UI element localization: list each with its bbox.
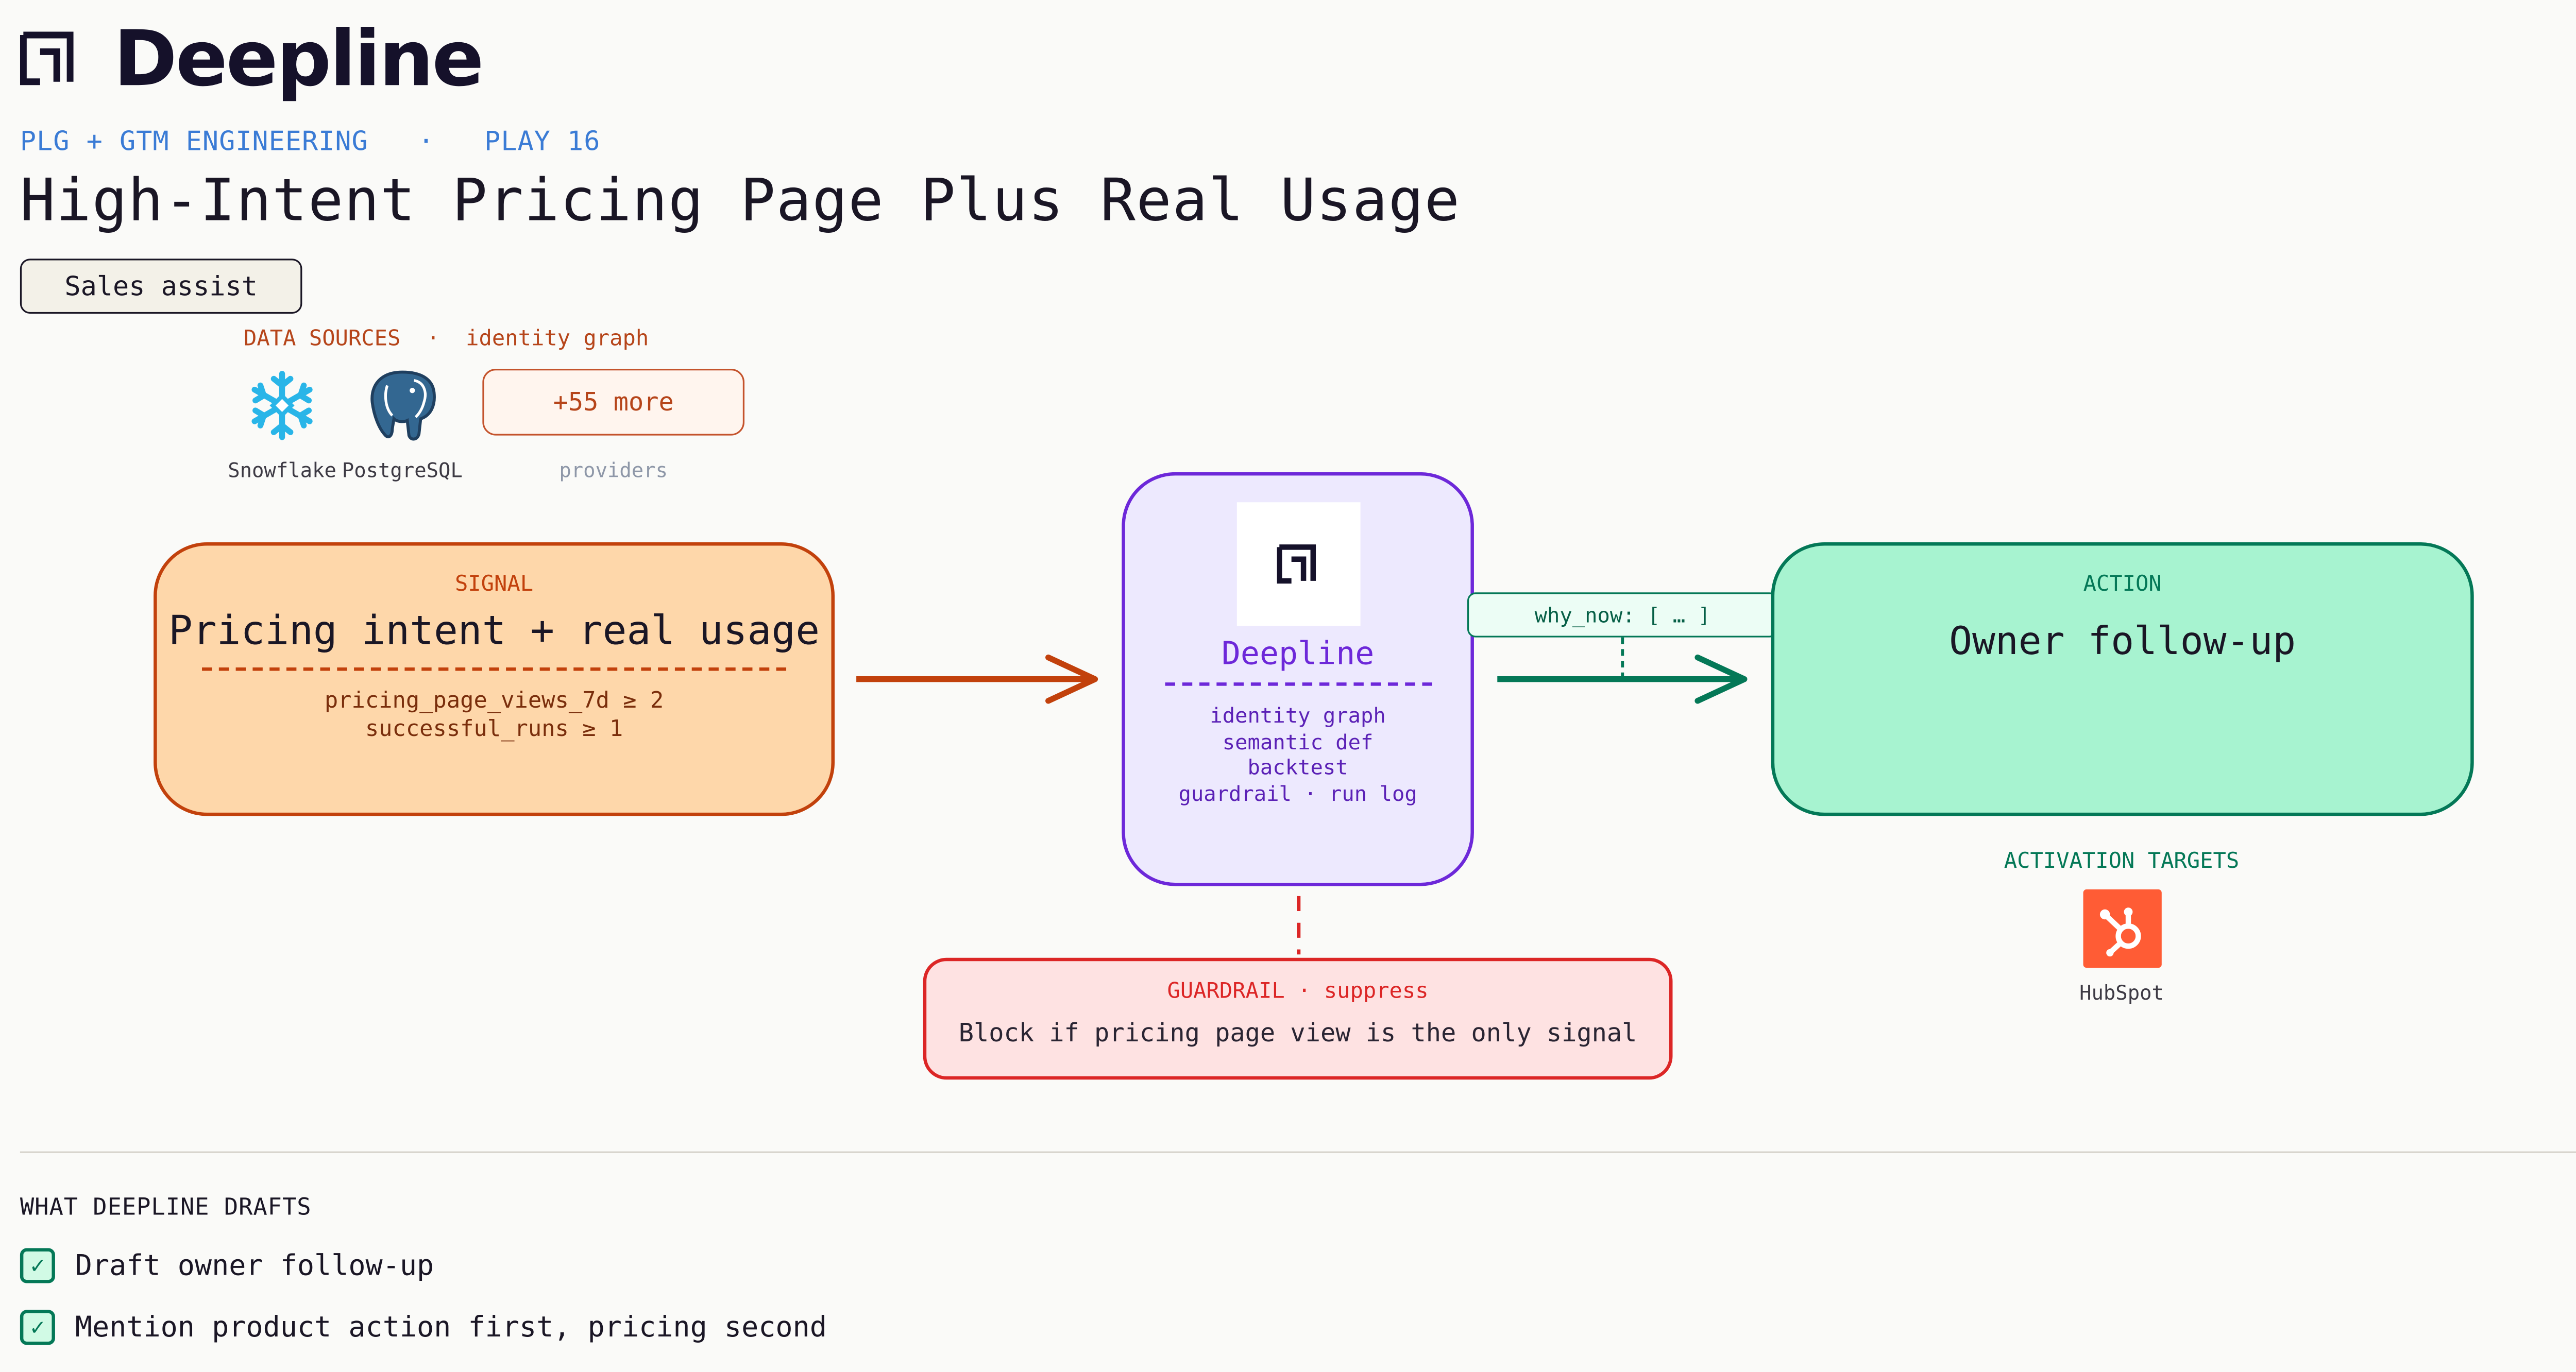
engine-step: backtest bbox=[1247, 754, 1348, 780]
data-sources-title: DATA SOURCES bbox=[244, 327, 401, 352]
postgresql-elephant-icon bbox=[370, 370, 436, 441]
data-sources-separator: · bbox=[427, 327, 440, 352]
deepline-engine-box[interactable]: Deepline identity graph semantic def bac… bbox=[1122, 472, 1474, 886]
guardrail-label: GUARDRAIL · suppress bbox=[1167, 979, 1429, 1005]
more-providers-button[interactable]: +55 more bbox=[482, 369, 745, 436]
engine-divider bbox=[1164, 682, 1432, 686]
deepline-logo-icon bbox=[20, 31, 74, 85]
engine-logo-tile bbox=[1236, 502, 1360, 626]
checkmark-icon: ✓ bbox=[20, 1310, 55, 1345]
deepline-logo-icon bbox=[1276, 544, 1315, 584]
play-kicker: PLG + GTM ENGINEERING · PLAY 16 bbox=[20, 125, 601, 157]
provider-name-snowflake: Snowflake bbox=[228, 459, 336, 483]
signal-label: SIGNAL bbox=[454, 572, 534, 597]
drafts-heading: WHAT DEEPLINE DRAFTS bbox=[20, 1194, 312, 1222]
draft-item-label: Mention product action first, pricing se… bbox=[75, 1311, 827, 1344]
signal-condition: successful_runs ≥ 1 bbox=[365, 715, 623, 743]
draft-item[interactable]: ✓ Draft owner follow-up bbox=[20, 1248, 434, 1283]
activation-targets-label: ACTIVATION TARGETS bbox=[2004, 849, 2240, 874]
engine-step: guardrail · run log bbox=[1178, 780, 1417, 805]
action-title: Owner follow-up bbox=[1949, 621, 2296, 664]
provider-name-postgresql: PostgreSQL bbox=[342, 459, 463, 483]
action-box[interactable]: ACTION Owner follow-up bbox=[1771, 542, 2474, 816]
kicker-separator: · bbox=[418, 125, 435, 157]
signal-box[interactable]: SIGNAL Pricing intent + real usage prici… bbox=[154, 542, 835, 816]
play-number: PLAY 16 bbox=[484, 125, 601, 157]
draft-item-label: Draft owner follow-up bbox=[75, 1249, 434, 1282]
activation-target-name: HubSpot bbox=[2079, 981, 2164, 1005]
hubspot-icon[interactable] bbox=[2083, 889, 2162, 968]
snowflake-icon bbox=[251, 371, 313, 440]
data-sources-label: DATA SOURCES · identity graph bbox=[244, 327, 649, 352]
data-sources-sublabel: identity graph bbox=[466, 327, 649, 352]
signal-divider bbox=[202, 667, 787, 671]
signal-title: Pricing intent + real usage bbox=[168, 607, 820, 655]
signal-condition: pricing_page_views_7d ≥ 2 bbox=[324, 687, 664, 714]
draft-item[interactable]: ✓ Mention product action first, pricing … bbox=[20, 1310, 827, 1345]
engine-step: semantic def bbox=[1222, 728, 1374, 753]
page-title: High-Intent Pricing Page Plus Real Usage bbox=[20, 168, 1461, 235]
checkmark-icon: ✓ bbox=[20, 1248, 55, 1283]
why-now-chip[interactable]: why_now: [ … ] bbox=[1467, 592, 1778, 638]
play-category: PLG + GTM ENGINEERING bbox=[20, 125, 368, 157]
engine-name: Deepline bbox=[1221, 636, 1375, 673]
hubspot-sprocket-icon bbox=[2099, 906, 2141, 956]
more-providers-sublabel: providers bbox=[559, 459, 668, 483]
signal-conditions: pricing_page_views_7d ≥ 2 successful_run… bbox=[157, 688, 832, 744]
guardrail-box[interactable]: GUARDRAIL · suppress Block if pricing pa… bbox=[923, 957, 1673, 1080]
action-label: ACTION bbox=[2083, 572, 2162, 597]
engine-steps: identity graph semantic def backtest gua… bbox=[1125, 702, 1471, 806]
section-divider bbox=[20, 1151, 2576, 1153]
brand[interactable]: Deepline bbox=[20, 13, 484, 104]
guardrail-text: Block if pricing page view is the only s… bbox=[958, 1018, 1637, 1048]
play-tag-badge[interactable]: Sales assist bbox=[20, 259, 302, 314]
engine-step: identity graph bbox=[1210, 702, 1386, 728]
engine-to-action-arrow bbox=[1497, 637, 1748, 704]
brand-name: Deepline bbox=[113, 13, 484, 104]
signal-to-engine-arrow bbox=[856, 654, 1098, 704]
